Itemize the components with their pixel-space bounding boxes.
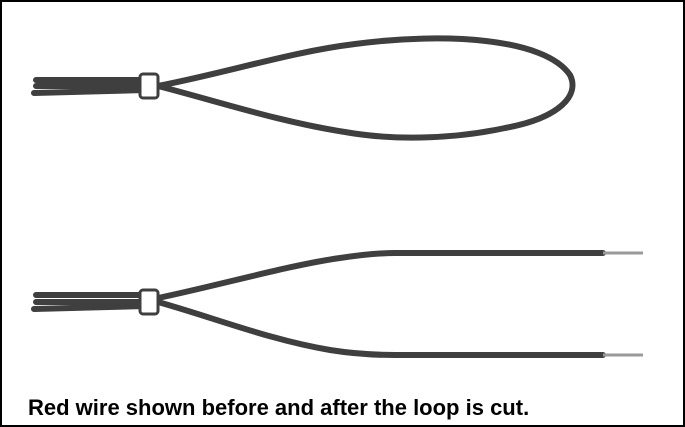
wire-leads — [31, 292, 149, 312]
wire-loop — [155, 35, 576, 141]
bare-wire-tips — [603, 251, 643, 357]
wire-lower-strand — [155, 299, 606, 358]
wire-upper-strand — [155, 250, 606, 301]
wire-clip — [138, 72, 160, 100]
wire-clip — [138, 288, 160, 316]
wire-loop-uncut — [31, 35, 576, 141]
wire-leads — [31, 77, 149, 96]
wire-loop-cut — [31, 250, 643, 358]
figure-caption: Red wire shown before and after the loop… — [28, 395, 530, 420]
